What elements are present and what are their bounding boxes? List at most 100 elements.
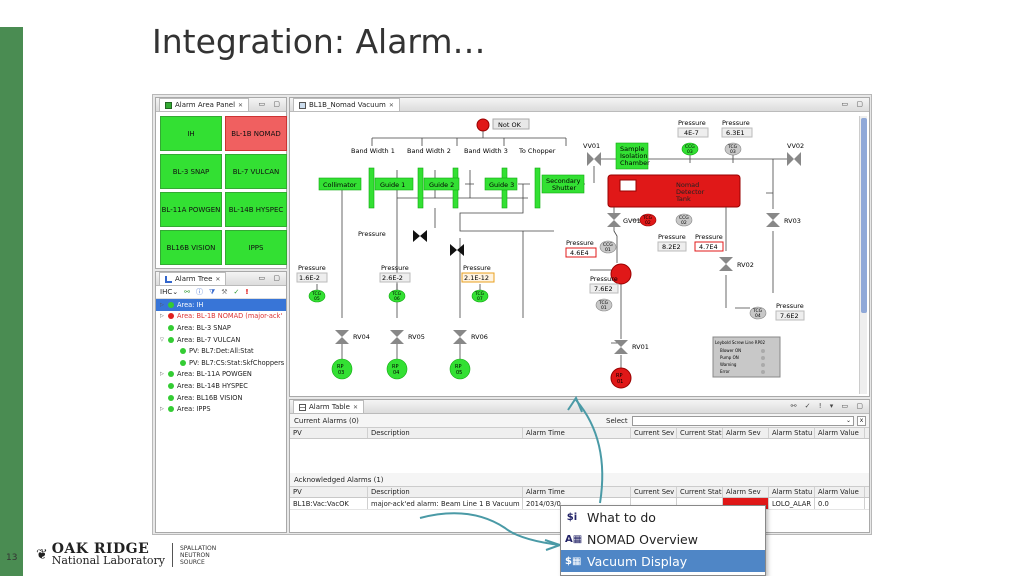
expand-toggle-icon[interactable]: ▷ [160,313,164,320]
pressure-value-2: 2.6E-2 [382,274,403,282]
svg-text:04: 04 [393,370,399,376]
acknowledge-icon[interactable]: ✓ [233,288,240,296]
tree-item[interactable]: Area: BL-14B HYSPEC [156,380,286,392]
valve-vv01-icon [587,152,601,166]
column-header[interactable]: Alarm Statu [769,428,815,438]
area-button[interactable]: BL-1B NOMAD [225,116,287,151]
area-button[interactable]: BL-7 VULCAN [225,154,287,189]
scrollbar-thumb[interactable] [861,118,867,313]
tree-item[interactable]: Area: BL16B VISION [156,392,286,404]
synoptic-scrollbar[interactable] [859,116,867,394]
area-button[interactable]: BL-14B HYSPEC [225,192,287,227]
close-icon[interactable]: ✕ [352,403,358,411]
tab-alarm-table[interactable]: Alarm Table ✕ [293,400,364,413]
tree-item-label: Area: BL-7 VULCAN [177,335,241,344]
menu-item[interactable]: A▦NOMAD Overview [561,528,765,550]
tree-item-label: Area: BL16B VISION [177,393,243,402]
column-header[interactable]: Alarm Time [523,487,631,497]
tree-item[interactable]: ▽ Area: BL-7 VULCAN [156,334,286,346]
column-header[interactable]: Current Sev [631,428,677,438]
column-header[interactable]: Description [368,487,523,497]
column-header[interactable]: Current Stat [677,428,723,438]
expand-toggle-icon[interactable]: ▷ [160,406,164,413]
expand-toggle-icon[interactable]: ▷ [160,301,164,308]
pressure-readout-1 [296,272,328,283]
label-pressure: Pressure [298,264,326,272]
severity-dot-icon [168,336,174,343]
column-header[interactable]: Alarm Time [523,428,631,438]
area-button[interactable]: BL16B VISION [160,230,222,265]
select-filter-input[interactable]: ⌄ [632,416,854,426]
tree-item[interactable]: ▷Area: IH [156,299,286,311]
config-label: IHC [160,288,173,296]
valve-rv06-icon [453,330,467,344]
valve-rv04-icon [335,330,349,344]
column-header[interactable]: Alarm Value [815,487,865,497]
area-button[interactable]: BL-11A POWGEN [160,192,222,227]
info-icon[interactable]: ⓘ [195,288,203,296]
secondary-shutter-box [541,174,585,194]
valve-icon [450,244,464,256]
label-collimator: Collimator [323,181,357,189]
tab-alarm-area-panel[interactable]: Alarm Area Panel ✕ [159,98,250,111]
column-header[interactable]: Description [368,428,523,438]
label-pressure: Pressure [722,119,750,127]
pump-rp03 [331,358,353,380]
severity-dot-icon [180,359,186,366]
current-alarms-table-body [290,439,869,473]
link-icon[interactable]: ⚯ [184,288,190,296]
tree-item[interactable]: Area: BL-3 SNAP [156,322,286,334]
tab-label: BL1B_Nomad Vacuum [309,101,386,109]
minimize-maximize-icon[interactable]: ▭ ▢ [258,274,283,282]
table-toolbar-icons[interactable]: ⚯ ✓ ! ▾ ▭ ▢ [790,402,866,410]
column-header[interactable]: Current Sev [631,487,677,497]
pressure-value-76a: 7.6E2 [594,285,613,293]
column-header[interactable]: PV [290,428,368,438]
area-button[interactable]: BL-3 SNAP [160,154,222,189]
tree-item[interactable]: ▷Area: BL-11A POWGEN [156,369,286,381]
tree-item[interactable]: PV: BL7:CS:Stat:SkfChoppers [156,357,286,369]
area-button[interactable]: IH [160,116,222,151]
sns-text: SPALLATION NEUTRON SOURCE [180,545,216,566]
close-icon[interactable]: ✕ [238,101,244,109]
minimize-maximize-icon[interactable]: ▭ ▢ [258,100,283,108]
expand-toggle-icon[interactable]: ▽ [160,336,164,343]
minimize-maximize-icon[interactable]: ▭ ▢ [841,100,866,108]
guide-2-box [423,177,460,191]
tab-alarm-tree[interactable]: Alarm Tree ✕ [159,272,227,285]
wrench-icon[interactable]: ⚒ [221,288,228,296]
pressure-value-47: 4.7E4 [699,243,718,251]
column-header[interactable]: PV [290,487,368,497]
label-pressure: Pressure [776,302,804,310]
clear-filter-button[interactable]: x [857,416,866,426]
valve-rv01-icon [614,340,628,354]
column-header[interactable]: Alarm Sev [723,428,769,438]
svg-text:03: 03 [338,370,344,376]
area-button[interactable]: IPPS [225,230,287,265]
config-dropdown[interactable]: IHC⌄ [160,288,179,296]
alarm-icon[interactable]: ! [245,288,249,296]
label-detector: Detector [676,188,705,196]
tree-item[interactable]: PV: BL7:Det:All:Stat [156,345,286,357]
table-cell [677,498,723,509]
pressure-value-46: 4.6E4 [570,249,589,257]
sns-line-2: NEUTRON [180,551,210,559]
svg-text:RP: RP [337,364,344,370]
column-header[interactable]: Alarm Value [815,428,865,438]
tree-item[interactable]: ▷Area: IPPS [156,403,286,415]
close-icon[interactable]: ✕ [388,101,394,109]
column-header[interactable]: Alarm Statu [769,487,815,497]
expand-toggle-icon[interactable]: ▷ [160,371,164,378]
tree-item[interactable]: ▷Area: BL-1B NOMAD (major-ack' [156,311,286,323]
filter-icon[interactable]: ⧩ [208,287,216,296]
column-header[interactable]: Alarm Sev [723,487,769,497]
tab-nomad-vacuum[interactable]: BL1B_Nomad Vacuum ✕ [293,98,400,111]
column-header[interactable]: Current Stat [677,487,723,497]
valve-rv02-icon [719,257,733,271]
close-icon[interactable]: ✕ [215,275,221,283]
svg-text:07: 07 [477,296,483,302]
menu-item[interactable]: $▦Vacuum Display [561,550,765,572]
